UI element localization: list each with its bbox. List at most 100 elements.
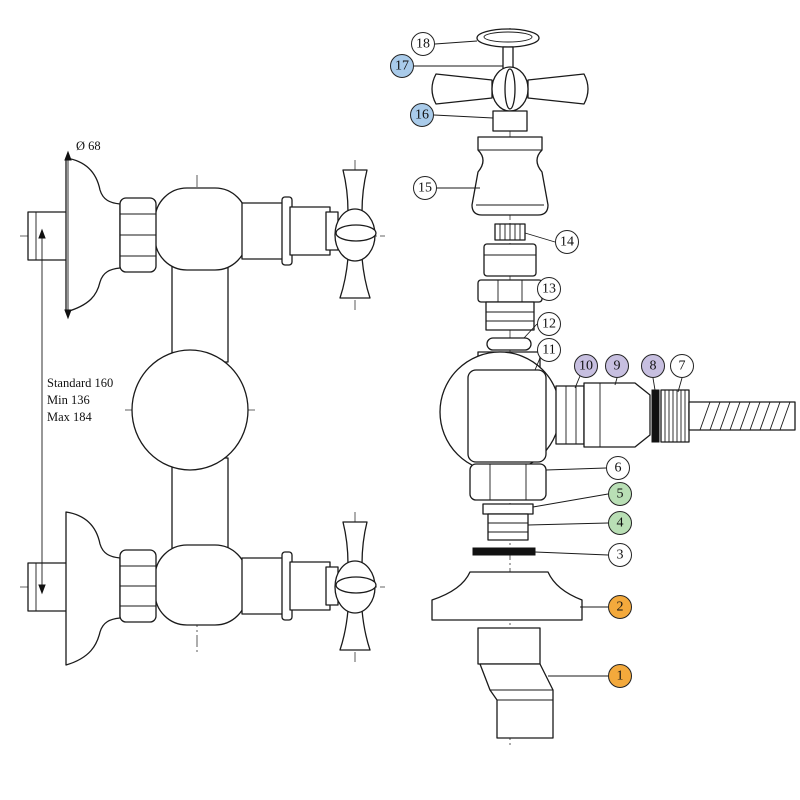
callout-number: 2 [617,600,624,615]
knurl-lines [499,224,521,240]
part-10-outlet [555,385,585,445]
callout-number: 10 [579,359,593,374]
valve-body [241,202,285,260]
valve-body [241,557,285,615]
callout-number: 9 [614,359,621,374]
leader-18 [434,40,478,45]
callout-12: 12 [537,312,561,336]
leader-8 [652,377,656,391]
handle-lens [504,68,516,110]
hose-braid [699,401,791,431]
callout-circle [608,595,632,619]
callout-number: 15 [418,181,432,196]
callout-number: 1 [617,669,624,684]
callout-circle [537,277,561,301]
callout-circle [606,456,630,480]
leader-9 [614,377,618,386]
handle-arm-front [335,224,377,242]
callout-14: 14 [555,230,579,254]
callout-circle [411,32,435,56]
callout-1: 1 [608,664,632,688]
callout-11: 11 [537,338,561,362]
body-cylinder-top [154,187,248,271]
part-5-cartridge-top [482,503,534,515]
leader-lines [414,40,683,677]
exploded-view [431,28,796,745]
leader-11 [534,357,541,371]
callout-3: 3 [608,543,632,567]
leader-5 [532,493,609,508]
body-neck-lower [171,457,229,554]
part-2-escutcheon [431,571,583,621]
spacing-standard-label: Standard 160 [47,376,113,390]
part-4-cartridge-body [487,513,529,541]
callout-4: 4 [608,511,632,535]
callout-circle [390,54,414,78]
callout-circle [413,176,437,200]
callout-circle [537,312,561,336]
dimension-arrow-down [38,584,46,595]
leader-10 [574,375,581,389]
callout-number: 4 [617,516,624,531]
callout-15: 15 [413,176,437,200]
part-9-nut [583,382,651,448]
callout-7: 7 [670,354,694,378]
cap-inner-ring [483,31,533,43]
part-6-hex-nut [469,463,547,501]
spacing-min-label: Min 136 [47,393,90,407]
part-1-fitting-offset [479,663,554,739]
body-neck-upper [171,261,229,363]
part-12-washer [486,337,532,351]
inlet-pipe-top [27,211,69,261]
callout-number: 5 [617,487,624,502]
part-1-fitting-top [477,627,541,665]
leader-7 [677,377,683,393]
callout-circle [537,338,561,362]
callout-circle [574,354,598,378]
callout-number: 14 [560,235,574,250]
leader-14 [524,232,556,243]
part-8-washer [651,389,660,443]
diameter-label: Ø 68 [76,139,101,153]
callout-circle [641,354,665,378]
dimension-arrow-up [38,228,46,239]
callout-6: 6 [606,456,630,480]
callout-number: 7 [679,359,686,374]
callouts: 1 2 3 4 5 6 7 8 [390,32,694,688]
valve-bottom [241,521,377,651]
callout-number: 17 [395,59,409,74]
callout-number: 18 [416,37,430,52]
callout-circle [410,103,434,127]
leader-3 [534,551,609,556]
callout-circle [670,354,694,378]
callout-16: 16 [410,103,434,127]
callout-circle [608,543,632,567]
callout-number: 11 [542,343,555,358]
callout-17: 17 [390,54,414,78]
part-17-handle-arm-left [431,73,493,105]
callout-18: 18 [411,32,435,56]
callout-5: 5 [608,482,632,506]
callout-9: 9 [605,354,629,378]
handle-arm-down [339,257,371,299]
body-inner-block [467,369,547,463]
dimension-arrow-up [64,150,72,161]
callout-13: 13 [537,277,561,301]
callout-circle [555,230,579,254]
callout-number: 12 [542,317,556,332]
callout-number: 13 [542,282,556,297]
leader-12 [523,323,538,339]
callout-circle [608,511,632,535]
callout-number: 16 [415,108,429,123]
callout-circle [608,664,632,688]
callout-10: 10 [574,354,598,378]
valve-top [241,169,377,299]
valve-bonnet [289,561,331,611]
connector-knurl-lines [664,390,686,442]
part-16-adaptor [492,110,528,132]
handle-arm-front [335,576,377,594]
callout-number: 8 [650,359,657,374]
valve-bonnet [289,206,331,256]
part-3-washer [472,547,536,556]
